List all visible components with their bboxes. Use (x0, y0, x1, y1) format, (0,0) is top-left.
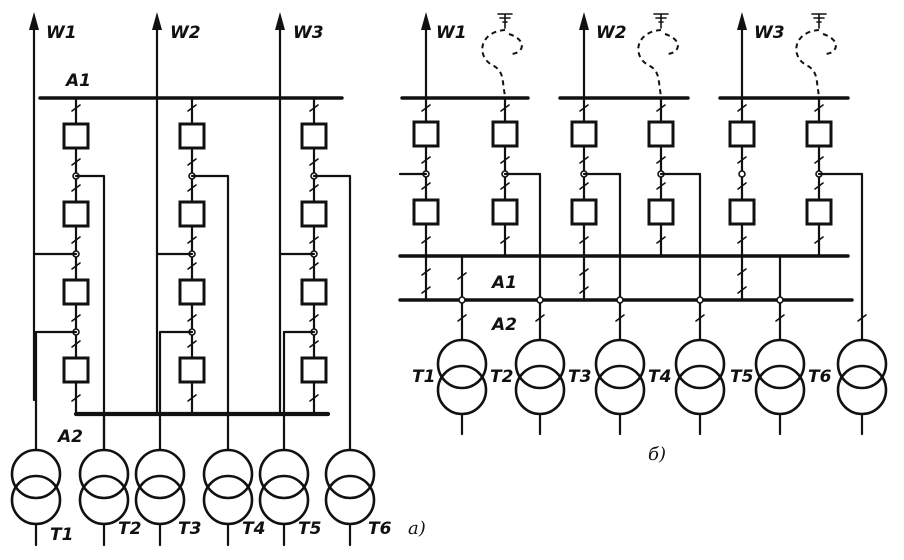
transformer-t1 (10, 448, 62, 547)
breaker (178, 278, 206, 306)
breaker (300, 356, 328, 384)
line-w1-arrow (421, 12, 431, 100)
transformer-t2 (514, 338, 566, 436)
column-6 (805, 96, 833, 258)
chain-1 (62, 96, 90, 416)
label-t1: T1 (412, 367, 435, 387)
arrester-3 (795, 13, 837, 97)
breaker (178, 356, 206, 384)
line-w3-arrow (737, 12, 747, 100)
transformer-t3 (594, 338, 646, 436)
line-w2-arrow (579, 12, 589, 100)
label-t1: T1 (50, 525, 73, 545)
line-w3-arrow (275, 12, 285, 414)
breaker (62, 356, 90, 384)
label-t3: T3 (568, 367, 591, 387)
feeder-t4 (190, 174, 230, 452)
breaker (62, 278, 90, 306)
feeder-t4 (659, 172, 702, 342)
caption-a: a) (408, 518, 426, 539)
diagram-a: W1 W2 W3 A1 A2 (10, 12, 426, 547)
transformer-t4 (202, 448, 254, 547)
label-bus-a2: A2 (56, 427, 83, 447)
breaker (300, 122, 328, 150)
breaker (62, 200, 90, 228)
feeder-t3 (158, 330, 194, 452)
column-3 (570, 96, 598, 302)
column-2 (491, 96, 519, 258)
column-1 (412, 96, 440, 302)
label-bus-a1: A1 (64, 71, 91, 91)
transformer-t5 (754, 338, 806, 436)
feeder-t5 (282, 330, 316, 452)
column-4 (647, 96, 675, 258)
line-w1-arrow (29, 12, 39, 402)
label-w1: W1 (436, 23, 467, 43)
transformer-t3 (134, 448, 186, 547)
feeder-t1 (34, 330, 78, 452)
breaker (300, 200, 328, 228)
arrester-1 (481, 13, 523, 97)
label-t6: T6 (368, 519, 392, 539)
label-t5: T5 (298, 519, 321, 539)
caption-b: б) (648, 444, 666, 465)
label-t6: T6 (808, 367, 832, 387)
label-w2: W2 (596, 23, 627, 43)
label-bus-a1: A1 (490, 273, 517, 293)
label-w3: W3 (754, 23, 785, 43)
transformer-t1 (436, 338, 488, 436)
label-t3: T3 (178, 519, 201, 539)
label-t2: T2 (118, 519, 141, 539)
chain-3 (300, 96, 328, 416)
line-w2-arrow (152, 12, 162, 414)
feeder-t2 (503, 172, 542, 342)
arrester-2 (637, 13, 679, 97)
column-5 (728, 96, 756, 302)
feeder-t2 (74, 174, 106, 452)
transformer-t6 (324, 448, 376, 547)
breaker (62, 122, 90, 150)
transformer-t4 (674, 338, 726, 436)
label-t2: T2 (490, 367, 513, 387)
label-w1: W1 (46, 23, 77, 43)
transformer-t6 (836, 338, 888, 436)
transformer-t5 (258, 448, 310, 547)
label-t4: T4 (242, 519, 265, 539)
feeder-t6 (312, 174, 352, 452)
chain-2 (178, 96, 206, 416)
label-bus-a2: A2 (490, 315, 517, 335)
breaker (300, 278, 328, 306)
breaker (178, 200, 206, 228)
label-t4: T4 (648, 367, 671, 387)
label-t5: T5 (730, 367, 753, 387)
diagram-b: W1 W2 W3 A1 A2 (398, 12, 888, 465)
label-w2: W2 (170, 23, 201, 43)
feeder-t6 (817, 172, 864, 342)
breaker (178, 122, 206, 150)
transformer-t2 (78, 448, 130, 547)
label-w3: W3 (293, 23, 324, 43)
